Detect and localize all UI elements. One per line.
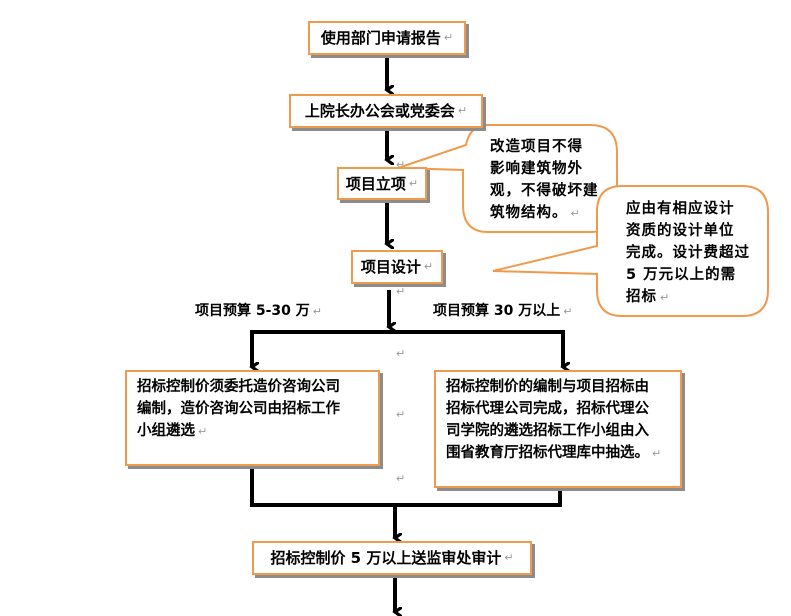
node-project-setup: 项目立项↵ bbox=[337, 167, 427, 200]
split-connector bbox=[250, 330, 565, 367]
paragraph-mark: ↵ bbox=[396, 285, 406, 298]
paragraph-mark: ↵ bbox=[423, 260, 434, 273]
paragraph-mark: ↵ bbox=[570, 207, 581, 220]
paragraph-mark: ↵ bbox=[396, 158, 406, 171]
node-project-design: 项目设计↵ bbox=[351, 250, 443, 284]
paragraph-mark: ↵ bbox=[457, 104, 468, 117]
node-right-branch: 招标控制价的编制与项目招标由 招标代理公司完成，招标代理公 司学院的遴选招标工作… bbox=[434, 370, 682, 488]
callout-setup-note-line: 影响建筑物外 bbox=[490, 161, 583, 177]
node-right-branch-line: 招标控制价的编制与项目招标由 bbox=[446, 379, 649, 395]
node-right-branch-line: 司学院的遴选招标工作小组由入 bbox=[446, 423, 649, 439]
node-approve-meeting-text: 上院长办公会或党委会 bbox=[304, 102, 455, 120]
paragraph-mark: ↵ bbox=[660, 291, 671, 304]
callout-design-note-line: 完成。设计费超过 bbox=[626, 245, 750, 261]
node-audit-text: 招标控制价 5 万以上送监审处审计 bbox=[270, 549, 502, 567]
paragraph-mark: ↵ bbox=[198, 425, 208, 438]
node-right-branch-line: 招标代理公司完成，招标代理公 bbox=[446, 401, 649, 417]
paragraph-mark: ↵ bbox=[312, 305, 323, 318]
node-audit: 招标控制价 5 万以上送监审处审计↵ bbox=[252, 541, 532, 575]
callout-setup-note-line: 筑物结构。 bbox=[490, 205, 568, 221]
node-apply-report: 使用部门申请报告↵ bbox=[308, 21, 466, 55]
callout-design-note-line: 招标 bbox=[626, 289, 657, 305]
callout-design-note-line: 资质的设计单位 bbox=[626, 223, 735, 239]
callout-design-note: 应由有相应设计 资质的设计单位 完成。设计费超过 5 万元以上的需 招标↵ bbox=[626, 198, 750, 309]
branch-label-right: 项目预算 30 万以上↵ bbox=[433, 300, 572, 320]
branch-label-right-text: 项目预算 30 万以上 bbox=[433, 303, 561, 319]
callout-design-note-line: 5 万元以上的需 bbox=[626, 267, 737, 283]
branch-label-left: 项目预算 5-30 万↵ bbox=[195, 300, 322, 320]
node-left-branch: 招标控制价须委托造价咨询公司 编制，造价咨询公司由招标工作 小组遴选↵ bbox=[125, 370, 380, 466]
node-approve-meeting: 上院长办公会或党委会↵ bbox=[289, 94, 483, 128]
node-project-design-text: 项目设计 bbox=[360, 258, 421, 276]
paragraph-mark: ↵ bbox=[396, 347, 406, 360]
paragraph-mark: ↵ bbox=[408, 176, 419, 190]
callout-setup-note: 改造项目不得 影响建筑物外 观，不得破坏建 筑物结构。↵ bbox=[490, 136, 599, 225]
node-left-branch-line: 招标控制价须委托造价咨询公司 bbox=[137, 379, 340, 395]
paragraph-mark: ↵ bbox=[396, 408, 406, 421]
paragraph-mark: ↵ bbox=[652, 447, 662, 460]
node-project-setup-text: 项目立项 bbox=[345, 174, 406, 193]
paragraph-mark: ↵ bbox=[396, 472, 406, 485]
callout-setup-note-line: 改造项目不得 bbox=[490, 139, 583, 155]
paragraph-mark: ↵ bbox=[563, 305, 573, 318]
node-left-branch-line: 小组遴选 bbox=[137, 423, 195, 439]
branch-label-left-text: 项目预算 5-30 万 bbox=[195, 303, 310, 319]
callout-design-note-shape bbox=[492, 185, 769, 317]
paragraph-mark: ↵ bbox=[443, 31, 454, 44]
callout-setup-note-shape bbox=[397, 124, 618, 233]
paragraph-mark: ↵ bbox=[504, 551, 514, 564]
node-left-branch-line: 编制，造价咨询公司由招标工作 bbox=[137, 401, 340, 417]
node-apply-report-text: 使用部门申请报告 bbox=[320, 29, 441, 47]
callout-design-note-line: 应由有相应设计 bbox=[626, 201, 735, 217]
merge-connector bbox=[250, 466, 562, 507]
node-right-branch-line: 围省教育厅招标代理库中抽选。 bbox=[446, 445, 649, 461]
callout-setup-note-line: 观，不得破坏建 bbox=[490, 183, 599, 199]
